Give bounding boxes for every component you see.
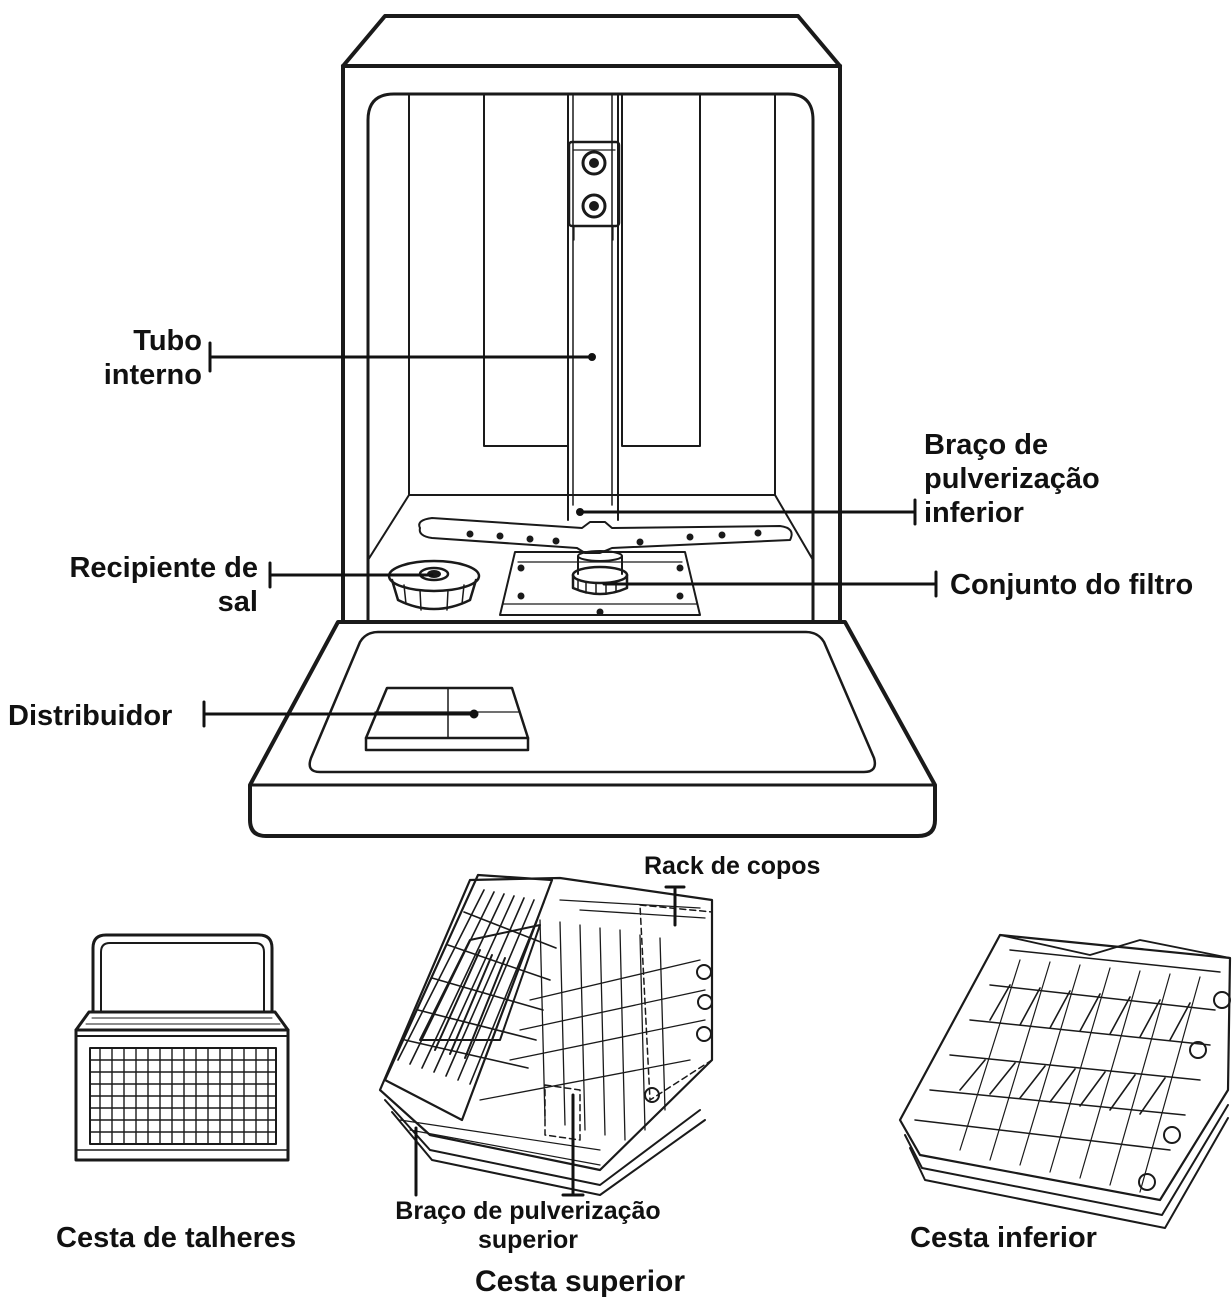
label-line: Braço de pulverização bbox=[395, 1197, 661, 1225]
leader-lines bbox=[202, 341, 938, 1197]
label-line: Braço de bbox=[924, 429, 1049, 461]
label-line: interno bbox=[103, 359, 202, 391]
label-line: inferior bbox=[924, 497, 1024, 529]
label-braco-pulverizacao-superior: Braço de pulverização superior bbox=[356, 1197, 700, 1255]
salt-container bbox=[387, 559, 481, 611]
label-line: Tubo bbox=[133, 325, 202, 357]
label-cesta-talheres: Cesta de talheres bbox=[56, 1222, 297, 1254]
lower-spray-arm bbox=[418, 517, 793, 554]
label-distribuidor: Distribuidor bbox=[8, 700, 173, 732]
filter-assembly bbox=[499, 550, 701, 616]
dishwasher-cabinet bbox=[341, 14, 842, 622]
detergent-dispenser bbox=[364, 686, 530, 752]
label-line: pulverização bbox=[924, 463, 1100, 495]
label-conjunto-filtro: Conjunto do filtro bbox=[950, 569, 1194, 601]
dishwasher-door bbox=[248, 620, 937, 838]
upper-basket bbox=[378, 873, 714, 1196]
label-rack-copos: Rack de copos bbox=[644, 852, 821, 880]
label-recipiente-sal: Recipiente de sal bbox=[18, 551, 258, 619]
label-line: sal bbox=[217, 586, 258, 618]
label-line: Recipiente de bbox=[69, 552, 258, 584]
lower-basket bbox=[898, 933, 1232, 1229]
label-braco-pulverizacao-inferior: Braço de pulverização inferior bbox=[924, 428, 1100, 530]
inner-tube bbox=[567, 93, 621, 521]
label-line: superior bbox=[477, 1226, 579, 1254]
label-cesta-inferior: Cesta inferior bbox=[910, 1222, 1097, 1254]
label-cesta-superior: Cesta superior bbox=[474, 1265, 686, 1298]
label-tubo-interno: Tubo interno bbox=[60, 324, 202, 392]
cutlery-basket bbox=[74, 933, 290, 1162]
